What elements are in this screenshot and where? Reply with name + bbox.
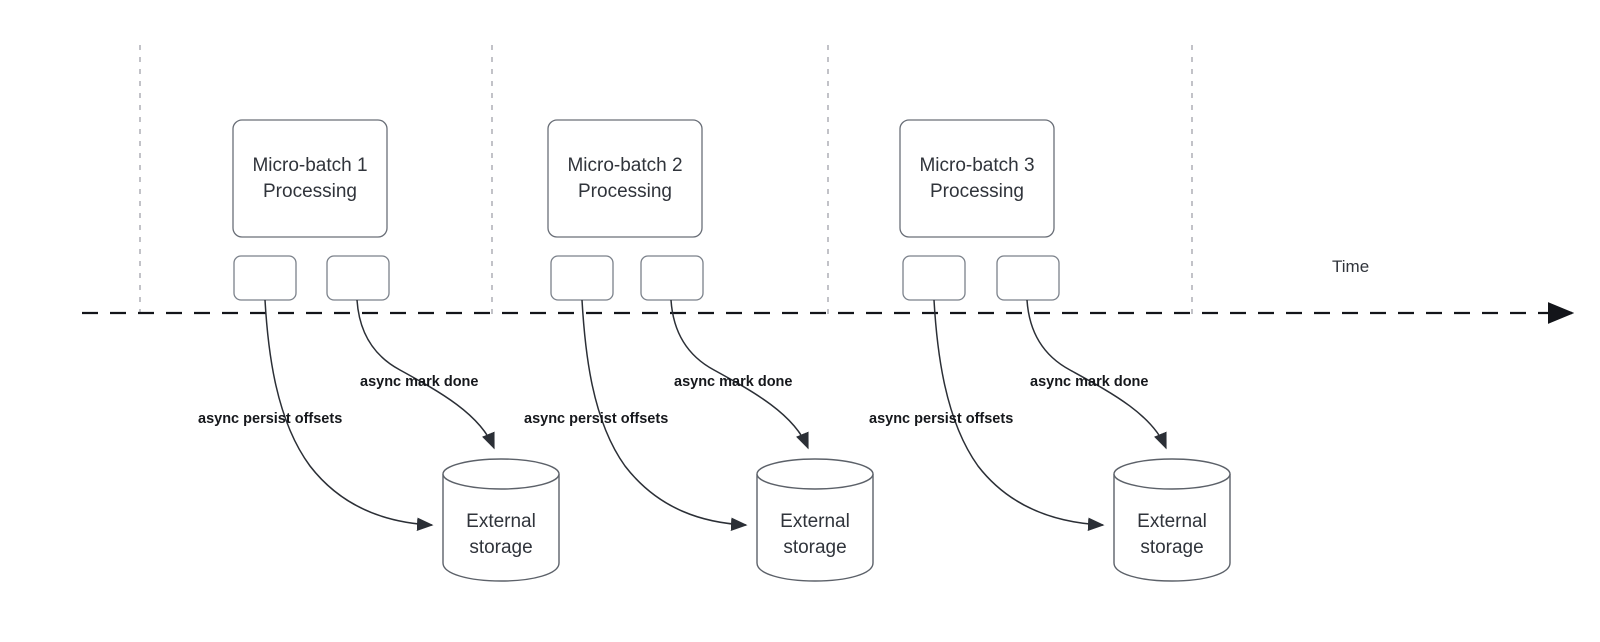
external-storage-body-2 [756, 474, 874, 582]
micro-batch-label-2-line1: Micro-batch 2 [567, 155, 682, 176]
mini-box-3-left[interactable] [902, 255, 966, 301]
external-storage-top-1 [442, 458, 560, 490]
micro-batch-label-1-line1: Micro-batch 1 [252, 155, 367, 176]
external-storage-label-1-line1: External [466, 511, 536, 532]
mark-done-arrow-2 [670, 299, 809, 450]
micro-batch-box-3[interactable] [899, 119, 1055, 238]
external-storage-label-2-line2: storage [783, 537, 846, 558]
persist-offsets-arrow-3 [933, 299, 1105, 532]
micro-batch-box-2[interactable] [547, 119, 703, 238]
external-storage-top-3 [1113, 458, 1231, 490]
external-storage-label-1-line2: storage [469, 537, 532, 558]
mark-done-label-3: async mark done [1030, 374, 1148, 390]
external-storage-label-3-line2: storage [1140, 537, 1203, 558]
persist-offsets-label-1: async persist offsets [198, 411, 342, 427]
mark-done-label-1: async mark done [360, 374, 478, 390]
mini-box-1-left[interactable] [233, 255, 297, 301]
group-3: Micro-batch 3 Processing async persist o… [869, 119, 1231, 582]
mini-box-2-left[interactable] [550, 255, 614, 301]
persist-offsets-label-3: async persist offsets [869, 411, 1013, 427]
mark-done-arrow-1 [356, 299, 495, 450]
mini-box-1-right[interactable] [326, 255, 390, 301]
external-storage-label-2-line1: External [780, 511, 850, 532]
persist-offsets-arrow-2 [581, 299, 748, 532]
external-storage-body-3 [1113, 474, 1231, 582]
mark-done-label-2: async mark done [674, 374, 792, 390]
micro-batch-label-1-line2: Processing [263, 181, 357, 202]
micro-batch-box-1[interactable] [232, 119, 388, 238]
persist-offsets-arrow-1 [264, 299, 434, 532]
micro-batch-label-3-line2: Processing [930, 181, 1024, 202]
tick-lines [139, 45, 1193, 320]
external-storage-label-3-line1: External [1137, 511, 1207, 532]
persist-offsets-label-2: async persist offsets [524, 411, 668, 427]
group-1: Micro-batch 1 Processing async persist o… [198, 119, 560, 582]
mini-box-3-right[interactable] [996, 255, 1060, 301]
group-2: Micro-batch 2 Processing async persist o… [524, 119, 874, 582]
mini-box-2-right[interactable] [640, 255, 704, 301]
micro-batch-label-2-line2: Processing [578, 181, 672, 202]
external-storage-body-1 [442, 474, 560, 582]
time-axis-label: Time [1332, 257, 1369, 276]
micro-batch-label-3-line1: Micro-batch 3 [919, 155, 1034, 176]
mark-done-arrow-3 [1026, 299, 1167, 450]
external-storage-top-2 [756, 458, 874, 490]
